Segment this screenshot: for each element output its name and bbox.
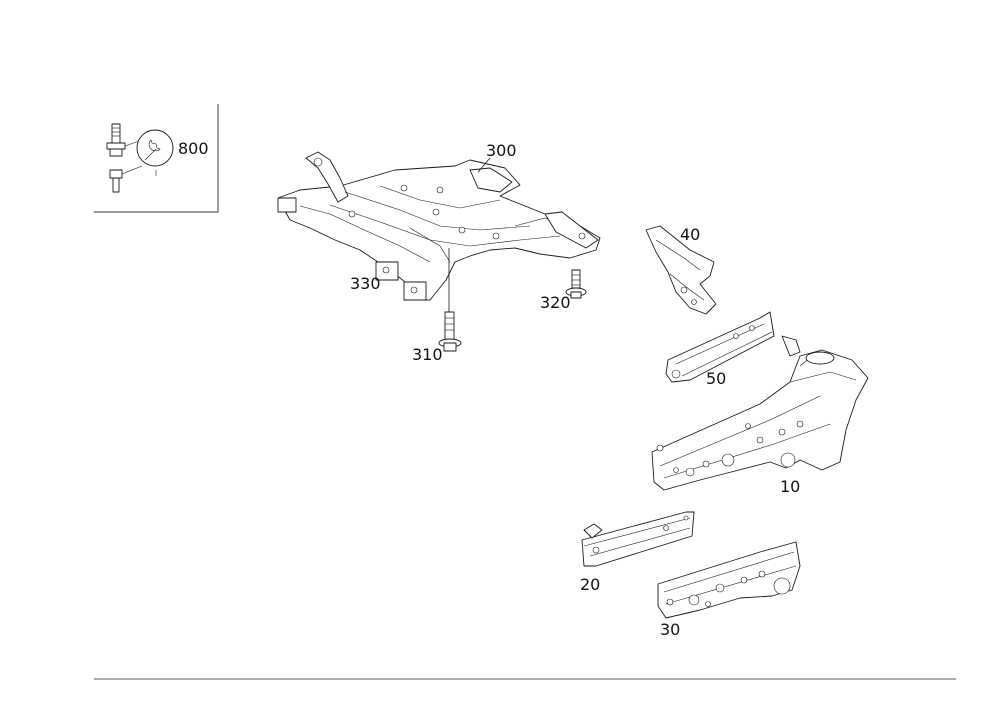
callout-320: 320 [540, 293, 571, 312]
fastener-reference-box [94, 104, 219, 213]
bracket-40 [645, 225, 717, 315]
bolt-310 [438, 311, 462, 352]
reinforcement-20 [581, 511, 695, 567]
longitudinal-member-30 [657, 541, 801, 619]
front-subframe [277, 151, 601, 301]
bolt-icon [106, 123, 126, 157]
callout-40: 40 [680, 225, 700, 244]
bolt-320 [565, 269, 587, 299]
callout-800: 800 [178, 139, 209, 158]
callout-300: 300 [486, 141, 517, 160]
callout-330: 330 [350, 274, 381, 293]
callout-30: 30 [660, 620, 680, 639]
callout-50: 50 [706, 369, 726, 388]
callout-20: 20 [580, 575, 600, 594]
screw-icon [109, 169, 123, 193]
callout-310: 310 [412, 345, 443, 364]
callout-10: 10 [780, 477, 800, 496]
longitudinal-member-10 [651, 335, 869, 491]
wrench-icon [136, 129, 174, 167]
rail-50 [665, 311, 775, 383]
